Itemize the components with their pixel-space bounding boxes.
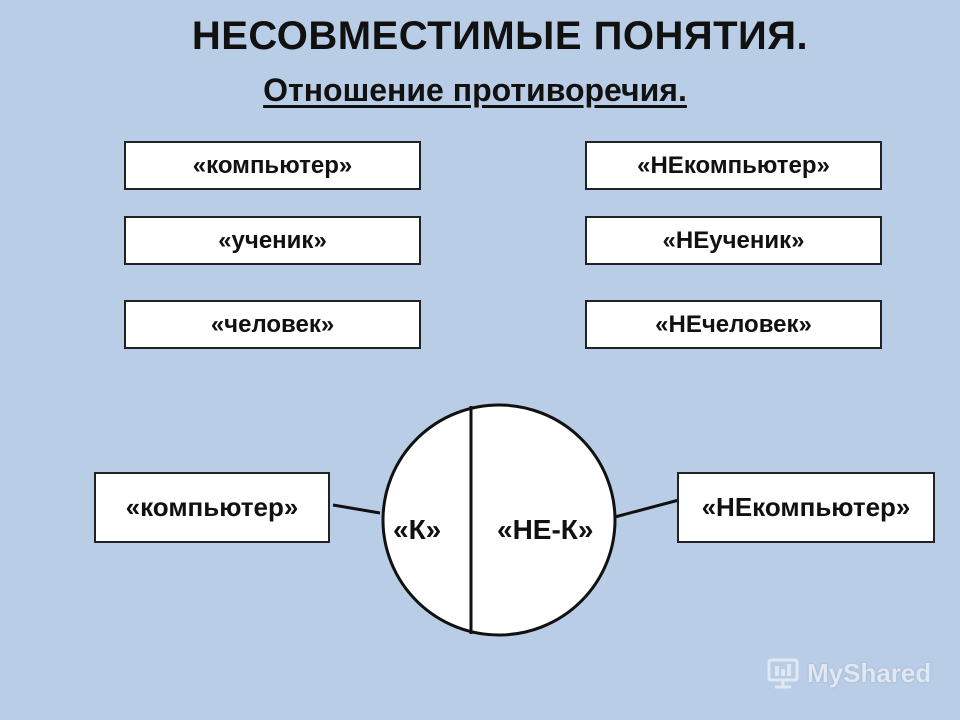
page-subtitle: Отношение противоречия. [263, 72, 687, 108]
watermark-text: MyShared [807, 657, 932, 688]
page-title: НЕСОВМЕСТИМЫЕ ПОНЯТИЯ. [191, 14, 809, 58]
concept-box-left-3: «человек» [124, 300, 421, 349]
circle-segment-label-left: «К» [393, 514, 442, 545]
concept-box-left-2: «ученик» [124, 216, 421, 265]
watermark: MyShared [765, 656, 931, 690]
connector-left [332, 503, 381, 515]
concept-circle [381, 403, 617, 637]
concept-box-right-3: «НЕчеловек» [585, 300, 882, 349]
concept-box-left-1: «компьютер» [124, 141, 421, 190]
circle-segment-label-right: «НЕ-К» [497, 514, 594, 545]
diagram-box-left: «компьютер» [94, 472, 330, 543]
diagram-box-right: «НЕкомпьютер» [677, 472, 935, 543]
connector-right [610, 498, 680, 520]
presentation-icon [767, 658, 799, 689]
concept-box-right-1: «НЕкомпьютер» [585, 141, 882, 190]
concept-box-right-2: «НЕученик» [585, 216, 882, 265]
